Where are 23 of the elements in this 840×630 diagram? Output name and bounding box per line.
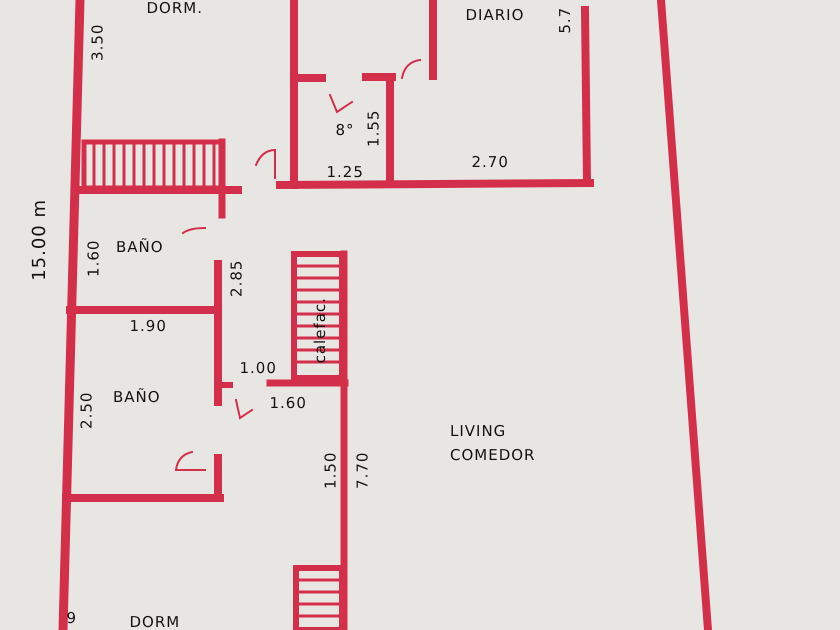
dimension-label: 1.50	[322, 451, 338, 488]
dimension-label: 1.60	[270, 394, 307, 411]
room-label: DIARIO	[466, 6, 524, 23]
room-label: calefac.	[312, 296, 328, 363]
room-label: LIVING COMEDOR	[450, 421, 536, 466]
dimension-label: 1.25	[326, 164, 364, 180]
dimension-label: 1.60	[84, 239, 102, 276]
dimension-label: 15.00 m	[30, 199, 50, 281]
room-label: BAÑO	[113, 388, 161, 405]
room-label: BAÑO	[116, 238, 164, 255]
dimension-label: 7.70	[354, 451, 370, 488]
dimension-label: 8°	[336, 122, 355, 138]
dimension-label: 3.50	[88, 23, 106, 60]
dimension-label: 1.55	[364, 109, 382, 146]
dimension-label: 2.70	[472, 154, 509, 170]
dimension-label: 1.00	[240, 360, 277, 376]
room-label: DORM	[130, 614, 180, 630]
dimension-label: 5.7	[556, 6, 574, 34]
dimension-label: 2.50	[78, 391, 94, 428]
room-label: DORM.	[146, 0, 203, 16]
dimension-label: 2.85	[228, 259, 244, 296]
dimension-label: 1.90	[130, 318, 167, 334]
dimension-label: 9	[66, 610, 78, 626]
